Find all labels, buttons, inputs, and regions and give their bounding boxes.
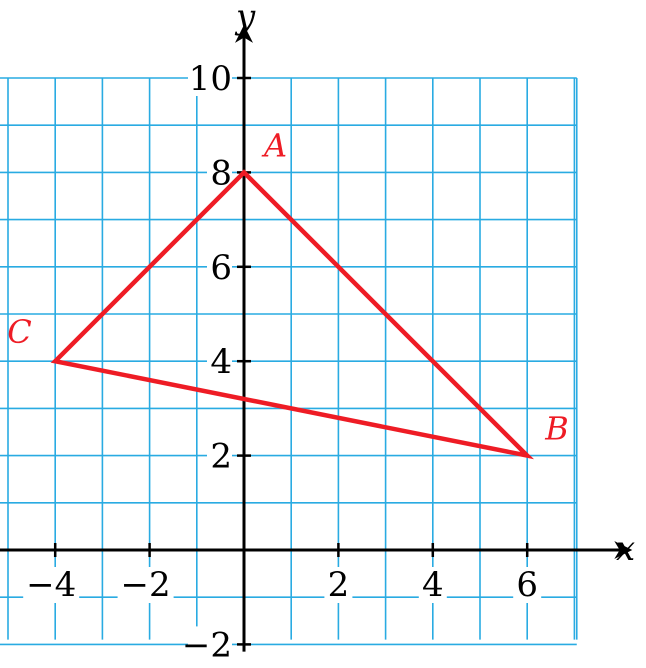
- y-axis-label: y: [234, 0, 256, 37]
- x-tick-label-background: [513, 567, 542, 603]
- grid: [0, 77, 578, 646]
- y-tick-label-background: [188, 626, 232, 663]
- x-tick-label: 6: [516, 565, 538, 605]
- y-tick-label: −2: [182, 625, 232, 663]
- y-tick-label-background: [188, 60, 232, 96]
- y-tick-label: 6: [210, 248, 232, 288]
- axis-tick-marks: [53, 76, 529, 646]
- y-tick-label-background: [207, 437, 232, 474]
- tick-label-backgrounds: [23, 60, 542, 663]
- vertex-label-c: C: [7, 313, 31, 351]
- x-tick-label-background: [324, 567, 353, 603]
- y-tick-label: 10: [189, 59, 232, 99]
- vertex-label-b: B: [544, 410, 569, 448]
- y-tick-label-background: [207, 248, 232, 285]
- tick-labels: −4 −2 2 4 6 −2 2 4 6 8 10: [26, 59, 538, 665]
- x-tick-label: 4: [422, 565, 444, 605]
- vertex-label-a: A: [261, 126, 287, 164]
- y-tick-label: 8: [210, 153, 232, 193]
- y-tick-label: 4: [210, 342, 232, 382]
- y-tick-label-background: [207, 343, 232, 380]
- vertex-labels: A B C: [7, 126, 569, 447]
- x-tick-label-background: [23, 567, 80, 603]
- x-tick-label-background: [117, 567, 174, 603]
- x-tick-label: −4: [26, 565, 76, 605]
- x-tick-label-background: [418, 567, 447, 603]
- x-tick-label: −2: [121, 565, 171, 605]
- triangle-abc: [50, 169, 535, 460]
- y-tick-label: 2: [210, 437, 232, 477]
- axes: [0, 24, 633, 652]
- y-tick-label-background: [207, 154, 232, 191]
- x-tick-label: 2: [328, 565, 350, 605]
- x-axis-label: x: [616, 529, 635, 569]
